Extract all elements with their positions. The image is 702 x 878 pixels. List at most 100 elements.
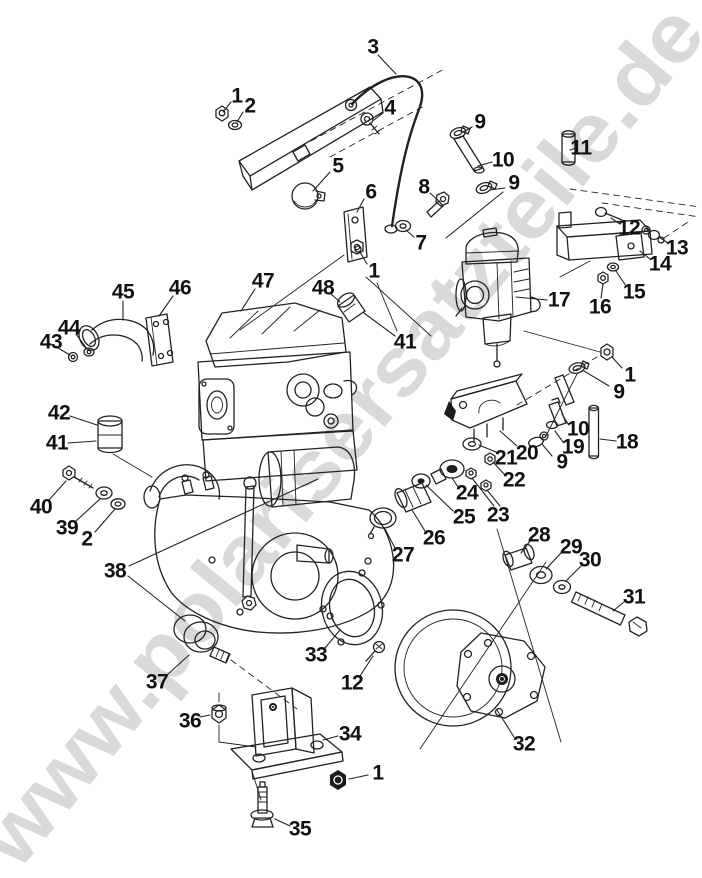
leader-line-21 bbox=[478, 444, 497, 453]
callout-label-41: 41 bbox=[394, 331, 417, 354]
pin-11-drawing bbox=[561, 130, 576, 166]
callout-label-13: 13 bbox=[666, 237, 688, 260]
callout-label-14: 14 bbox=[649, 253, 672, 276]
nut-1-bottom-drawing bbox=[330, 770, 346, 790]
gasket-33-drawing bbox=[319, 569, 385, 646]
bolt-35-drawing bbox=[250, 781, 274, 828]
leader-line-23 bbox=[486, 489, 501, 507]
leader-line-1 bbox=[359, 251, 368, 265]
mount-5-drawing bbox=[291, 182, 326, 210]
leader-line-23 bbox=[471, 477, 495, 507]
leader-line-2 bbox=[94, 508, 116, 533]
engine-drawing bbox=[143, 302, 395, 634]
frame-bracket-right-drawing bbox=[556, 188, 701, 285]
rod-assembly-right-drawing bbox=[528, 343, 614, 448]
leader-line-16 bbox=[600, 283, 604, 299]
callout-label-8: 8 bbox=[418, 176, 430, 199]
leader-line-35 bbox=[274, 818, 291, 827]
leader-line-38 bbox=[127, 575, 186, 622]
leader-line-1 bbox=[611, 356, 623, 369]
callout-label-37: 37 bbox=[146, 671, 168, 694]
leader-line-12 bbox=[359, 655, 374, 677]
leader-line-11 bbox=[569, 147, 577, 151]
callout-label-2: 2 bbox=[81, 528, 92, 551]
washer-7-drawing bbox=[394, 219, 412, 233]
leader-line-46 bbox=[158, 295, 174, 317]
leader-line-9 bbox=[541, 443, 553, 457]
callout-label-1: 1 bbox=[372, 762, 384, 785]
callout-label-7: 7 bbox=[415, 232, 426, 255]
leader-lines bbox=[48, 54, 669, 827]
callout-label-1: 1 bbox=[231, 85, 243, 108]
leader-line-9 bbox=[462, 126, 473, 133]
leader-line-44 bbox=[75, 333, 88, 350]
leader-line-19 bbox=[554, 430, 564, 443]
bolt-4-drawing bbox=[360, 112, 381, 135]
intake-tube-drawing bbox=[67, 313, 174, 367]
callout-label-6: 6 bbox=[365, 181, 376, 204]
leader-line-9 bbox=[583, 370, 610, 387]
leader-line-26 bbox=[411, 509, 426, 532]
nut-washer-1-2-drawing bbox=[215, 105, 243, 131]
callout-label-42: 42 bbox=[48, 402, 70, 425]
callout-label-18: 18 bbox=[616, 431, 639, 454]
leader-line-7 bbox=[405, 229, 415, 238]
hardware-28-31-drawing bbox=[502, 543, 648, 637]
screw-12-bottom-drawing bbox=[365, 640, 386, 662]
leader-line-40 bbox=[48, 480, 67, 501]
leader-line-8 bbox=[429, 192, 441, 203]
callout-label-34: 34 bbox=[339, 723, 362, 746]
leader-line-17 bbox=[515, 296, 548, 301]
callout-label-30: 30 bbox=[579, 549, 601, 572]
leader-line-25 bbox=[425, 484, 454, 512]
callout-label-16: 16 bbox=[589, 296, 611, 319]
callout-label-48: 48 bbox=[312, 277, 335, 300]
leader-line-39 bbox=[75, 498, 101, 522]
callout-label-9: 9 bbox=[556, 451, 567, 474]
callout-label-9: 9 bbox=[613, 381, 624, 404]
callout-label-2: 2 bbox=[244, 95, 255, 118]
callout-label-26: 26 bbox=[423, 527, 445, 550]
callout-label-43: 43 bbox=[40, 331, 62, 354]
callout-label-9: 9 bbox=[508, 172, 519, 195]
leader-line-31 bbox=[612, 601, 625, 612]
leader-line-9 bbox=[489, 187, 506, 191]
leader-line-3 bbox=[377, 54, 397, 75]
callout-label-27: 27 bbox=[392, 544, 414, 567]
leader-line-14 bbox=[639, 250, 651, 260]
leader-line-5 bbox=[312, 171, 331, 192]
callout-label-21: 21 bbox=[495, 447, 518, 470]
callout-label-19: 19 bbox=[562, 436, 584, 459]
leader-line-10 bbox=[561, 413, 569, 425]
callout-label-32: 32 bbox=[513, 733, 535, 756]
leader-line-33 bbox=[324, 629, 341, 649]
callout-label-1: 1 bbox=[368, 260, 380, 283]
leader-line-47 bbox=[240, 288, 256, 312]
cap-41-42-drawing bbox=[97, 415, 153, 478]
leader-line-22 bbox=[492, 461, 505, 475]
leader-line-24 bbox=[451, 477, 459, 488]
callout-label-31: 31 bbox=[623, 586, 646, 609]
leader-line-48 bbox=[330, 293, 341, 303]
leader-line-30 bbox=[565, 565, 582, 582]
callout-label-11: 11 bbox=[570, 137, 592, 160]
callout-label-24: 24 bbox=[456, 482, 479, 505]
leader-line-41 bbox=[363, 312, 396, 337]
leader-line-20 bbox=[499, 430, 518, 447]
leader-line-36 bbox=[199, 714, 211, 718]
bushing-37-drawing bbox=[173, 614, 298, 710]
callout-label-39: 39 bbox=[56, 517, 78, 540]
leader-line-32 bbox=[496, 709, 515, 738]
leader-line-9 bbox=[445, 191, 504, 239]
callout-label-12: 12 bbox=[618, 217, 640, 240]
callout-label-10: 10 bbox=[567, 418, 589, 441]
leader-line-38 bbox=[128, 478, 319, 567]
leader-line-1 bbox=[348, 774, 369, 780]
callout-label-9: 9 bbox=[474, 111, 485, 134]
nut-1-mid-drawing bbox=[350, 239, 364, 255]
callout-label-33: 33 bbox=[305, 644, 327, 667]
leader-line-12 bbox=[610, 217, 621, 225]
leader-line-1 bbox=[222, 101, 232, 113]
leader-line-37 bbox=[166, 654, 190, 676]
